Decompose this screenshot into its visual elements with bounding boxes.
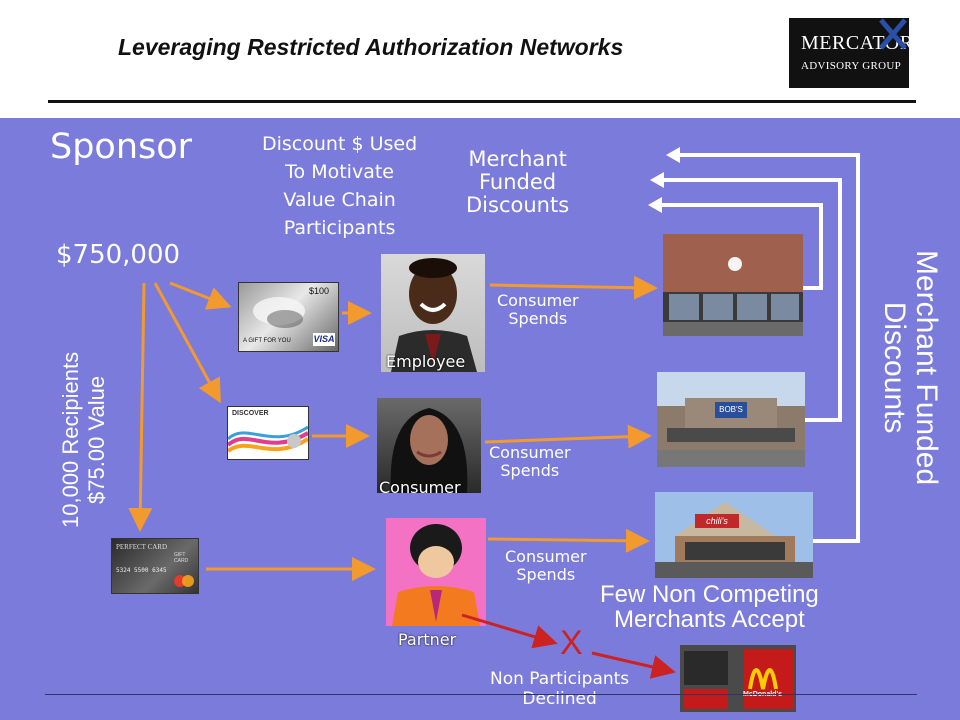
consumer-spends-3-line-2: Spends (516, 565, 576, 584)
partner-photo (386, 518, 486, 626)
partner-label: Partner (398, 630, 457, 649)
consumer-label: Consumer (379, 478, 461, 493)
arrow-x-to-mcdonalds (591, 651, 676, 679)
logo-line-2: ADVISORY GROUP (801, 60, 902, 72)
few-non-competing-line-1: Few Non Competing (600, 581, 819, 608)
employee-photo: Employee (381, 254, 485, 372)
merchant-funded-side-line-1: Merchant Funded (910, 250, 943, 486)
discount-note-line-2: To Motivate (285, 161, 394, 183)
merchant-funded-top-line-2: Funded (479, 170, 557, 194)
mastercard-logo-icon (174, 575, 194, 587)
recipients-line-1: 10,000 Recipients (58, 351, 83, 528)
non-participants-line-1: Non Participants (490, 669, 630, 689)
apple-store-building-icon (663, 234, 803, 336)
merchant-funded-top-line-3: Discounts (466, 193, 570, 217)
consumer-spends-label-1: Consumer Spends (497, 292, 579, 328)
merchant-funded-top-line-1: Merchant (468, 147, 567, 171)
merchant-funded-side-line-2: Discounts (878, 301, 911, 434)
arrow-employee-to-apple (489, 275, 658, 300)
few-non-competing-line-2: Merchants Accept (614, 606, 805, 633)
discover-card: DISCOVER (227, 406, 309, 460)
perfect-card-gift-text: GIFT CARD (174, 552, 189, 564)
visa-card-art-icon (253, 297, 305, 328)
merchant-funded-side-label: Merchant Funded Discounts (878, 250, 943, 486)
arrow-partner-to-chilis (487, 528, 650, 553)
non-participants-label: Non Participants Declined (490, 669, 629, 709)
mcdonalds-photo: McDonald's (680, 645, 796, 712)
arrow-sponsor-to-discover (153, 282, 221, 404)
perfect-card: PERFECT CARD GIFT CARD 5324 5500 6345 (111, 538, 199, 594)
partner-figure-icon (392, 524, 480, 626)
consumer-spends-1-line-1: Consumer (497, 291, 579, 310)
mercator-logo: MERCATOR ADVISORY GROUP (789, 18, 909, 88)
visa-card-gift-text: A GIFT FOR YOU (243, 338, 291, 344)
consumer-spends-3-line-1: Consumer (505, 547, 587, 566)
logo-x-mark-icon (879, 18, 907, 50)
consumer-photo: Consumer (377, 398, 481, 493)
arrow-sponsor-to-visa (169, 281, 232, 310)
declined-x-mark: X (560, 624, 583, 662)
few-non-competing-label: Few Non Competing Merchants Accept (600, 582, 819, 632)
merchant-funded-top-label: Merchant Funded Discounts (466, 148, 569, 217)
bobs-sign: BOB'S (715, 402, 747, 418)
return-arrow-bobs (662, 178, 842, 422)
header-rule (48, 100, 916, 103)
visa-logo: VISA (313, 333, 335, 346)
mcdonalds-building-icon (680, 645, 796, 712)
return-arrowhead-3-icon (666, 147, 680, 163)
visa-gift-card: $100 A GIFT FOR YOU VISA (238, 282, 339, 352)
apple-store-photo (663, 234, 803, 336)
arrow-partner-to-x (461, 613, 558, 649)
discover-card-brand: DISCOVER (232, 410, 269, 417)
employee-figure-icon (391, 258, 477, 372)
consumer-spends-1-line-2: Spends (508, 309, 568, 328)
return-arrow-apple (660, 203, 823, 290)
amount-label: $750,000 (56, 240, 181, 270)
return-arrowhead-2-icon (650, 172, 664, 188)
consumer-figure-icon (390, 408, 468, 493)
discount-note-line-1: Discount $ Used (262, 133, 418, 155)
bobs-store-photo: BOB'S (657, 372, 805, 467)
discount-note-line-3: Value Chain (283, 189, 396, 211)
footer-rule (45, 694, 917, 695)
arrow-sponsor-to-perfect (128, 282, 153, 532)
chilis-sign: chili's (695, 514, 739, 528)
discover-card-art-icon (228, 425, 308, 453)
consumer-spends-label-2: Consumer Spends (489, 444, 571, 480)
consumer-spends-label-3: Consumer Spends (505, 548, 587, 584)
recipients-line-2: $75.00 Value (84, 375, 109, 504)
recipients-label: 10,000 Recipients $75.00 Value (58, 352, 110, 528)
perfect-card-brand: PERFECT CARD (116, 543, 168, 551)
slide-title: Leveraging Restricted Authorization Netw… (118, 34, 624, 60)
consumer-spends-2-line-2: Spends (500, 461, 560, 480)
non-participants-line-2: Declined (522, 689, 597, 709)
discount-note-line-4: Participants (283, 217, 396, 239)
bobs-store-building-icon (657, 372, 805, 467)
sponsor-label: Sponsor (50, 127, 193, 167)
arrow-consumer-to-bobs (484, 424, 652, 449)
return-arrow-chilis (680, 153, 860, 543)
visa-card-amount: $100 (309, 286, 330, 296)
employee-label: Employee (386, 352, 466, 371)
return-arrowhead-1-icon (648, 197, 662, 213)
discount-note: Discount $ Used To Motivate Value Chain … (262, 130, 417, 242)
consumer-spends-2-line-1: Consumer (489, 443, 571, 462)
perfect-card-number: 5324 5500 6345 (116, 567, 167, 574)
slide-header: Leveraging Restricted Authorization Netw… (0, 0, 960, 118)
chilis-restaurant-photo: chili's (655, 492, 813, 578)
